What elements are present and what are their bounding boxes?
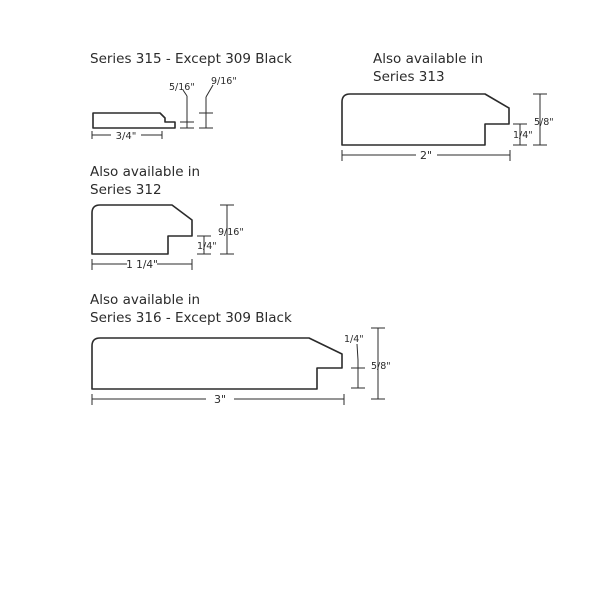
profile-series-313: 2" 1/4" 5/8" <box>341 93 554 162</box>
profile-series-315: 3/4" 5/16" 9/16" <box>91 76 237 142</box>
caption-line: Also available in <box>373 51 484 67</box>
profile-outline-316 <box>91 337 343 390</box>
profile-outline-313 <box>341 93 510 146</box>
height-label: 9/16" <box>211 76 237 87</box>
caption-line: Series 316 - Except 309 Black <box>90 310 292 326</box>
step-label: 5/16" <box>169 82 195 93</box>
height-label: 5/8" <box>534 117 554 128</box>
caption-series-316: Also available in Series 316 - Except 30… <box>90 291 292 327</box>
caption-line: Series 315 - Except 309 Black <box>90 51 292 67</box>
height-label: 9/16" <box>218 227 244 238</box>
caption-line: Also available in <box>90 164 201 180</box>
width-label: 3" <box>214 393 226 406</box>
step-dimension-leader <box>356 343 359 361</box>
step-label: 1/4" <box>344 334 364 345</box>
height-label: 5/8" <box>371 361 391 372</box>
width-label: 1 1/4" <box>126 259 158 271</box>
step-label: 1/4" <box>197 241 217 252</box>
width-label: 3/4" <box>116 131 137 142</box>
profile-outline-315 <box>92 112 176 129</box>
step-dimension-leader <box>182 89 188 97</box>
caption-line: Series 313 <box>373 69 445 85</box>
caption-series-315: Series 315 - Except 309 Black <box>90 50 292 68</box>
profile-series-312: 1 1/4" 1/4" 9/16" <box>91 204 244 271</box>
step-label: 1/4" <box>513 130 533 141</box>
caption-series-313: Also available in Series 313 <box>373 50 483 86</box>
caption-line: Also available in <box>90 292 201 308</box>
profile-series-316: 3" 1/4" 5/8" <box>91 327 391 406</box>
height-dimension-leader <box>205 84 214 98</box>
width-label: 2" <box>420 149 432 162</box>
caption-series-312: Also available in Series 312 <box>90 163 200 199</box>
profile-outline-312 <box>91 204 193 255</box>
caption-line: Series 312 <box>90 182 162 198</box>
